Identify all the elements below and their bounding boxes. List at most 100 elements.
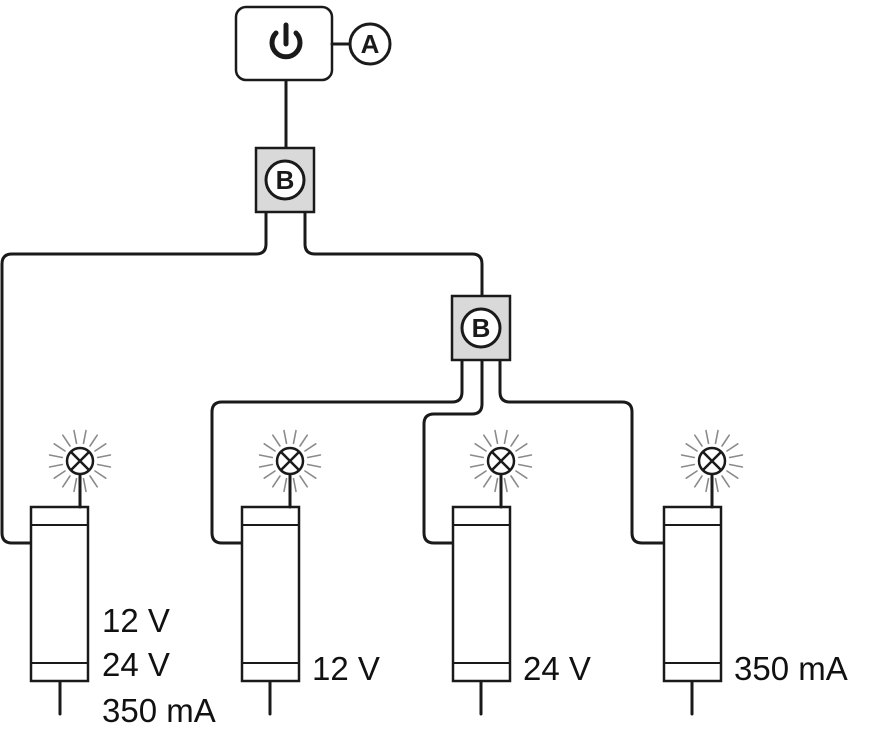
lamp-ray [271,475,281,488]
lamp-ray [94,442,107,452]
lamp-ray [304,470,317,480]
lamp-ray [469,454,485,459]
switch-label-badge [348,22,392,66]
lamp-ray [48,454,64,459]
lamp-ray [299,475,309,488]
switch-unit: A [234,5,392,82]
driver-2-spec-1: 12 V [312,650,380,687]
lamp-ray [61,475,71,488]
lamp-ray [48,463,64,468]
wire-splitter-2-to-driver-3 [422,358,484,545]
lamp-ray [73,429,78,445]
wire-splitter-1-to-driver-1 [0,210,268,545]
lamp-ray [258,463,274,468]
lamp-ray [494,477,499,493]
lamp-ray [685,442,698,452]
wire-splitter-1-to-splitter-2 [303,210,484,298]
lamp-ray [503,429,508,445]
lamp-ray [258,454,274,459]
switch-label: A [361,29,380,59]
lamp-ray [469,463,485,468]
splitter-1: B [254,146,316,214]
lamp-ray [728,463,744,468]
lamp-ray [304,442,317,452]
lamp-ray [510,434,520,447]
lamp-ray [263,470,276,480]
lamp-ray [515,470,528,480]
lamp-cross [70,451,90,471]
lamp-ray [306,454,322,459]
lamp-ray [299,434,309,447]
lamp-ray [292,477,297,493]
lamp-cross [702,451,722,471]
lamp-cross [491,451,511,471]
lamp-ray [685,470,698,480]
lamp-ray [726,442,739,452]
lamp-ray [482,434,492,447]
lamp-ray [693,475,703,488]
driver-1-body [29,505,90,683]
splitter-1-badge [264,159,306,201]
lamp-ray [510,475,520,488]
lamp-ray [728,454,744,459]
splitter-2-badge [460,307,502,349]
lamp-ray [73,477,78,493]
power-icon [269,22,303,60]
lamp-ray [494,429,499,445]
lamp-ray [515,442,528,452]
lamp-ray [721,475,731,488]
lamp-ray [693,434,703,447]
driver-4 [662,505,723,716]
driver-3 [451,505,512,716]
driver-3-body [451,505,512,683]
lamp-ray [705,429,710,445]
lamp-ray [721,434,731,447]
driver-1-spec-1: 12 V [102,602,170,639]
lamp-ray [263,442,276,452]
lamp-ray [306,463,322,468]
lamp-ray [82,477,87,493]
lamp-ray [96,454,112,459]
lamp-ray [503,477,508,493]
lamp-ray [680,463,696,468]
lamp-icon [469,429,533,509]
lamp-ray [726,470,739,480]
lamp-ray [61,434,71,447]
lamp-ray [82,429,87,445]
driver-1 [29,505,90,716]
lamp-ray [283,477,288,493]
driver-4-body [662,505,723,683]
lamp-icon [48,429,112,509]
lamp-ray [89,434,98,447]
lamp-ray [96,463,112,468]
lamp-ray [714,429,719,445]
wires [0,78,666,545]
lamps [48,429,744,509]
lamp-icon [680,429,744,509]
lamp-ray [89,475,98,488]
driver-2 [240,505,301,716]
lamp-ray [53,442,66,452]
lamp-cross [280,451,300,471]
lamp-ray [53,470,66,480]
lamp-ray [292,429,297,445]
driver-2-body [240,505,301,683]
spec-labels: 12 V 24 V 350 mA 12 V 24 V 350 mA [102,602,848,729]
lamp-ray [474,470,487,480]
lamp-ray [517,463,533,468]
driver-4-spec-1: 350 mA [734,650,848,687]
splitter-2: B [450,294,512,362]
lamp-ray [714,477,719,493]
lamp-ray [705,477,710,493]
wire-splitter-2-to-driver-4 [498,358,666,545]
lamp-ray [271,434,281,447]
lamp-ray [517,454,533,459]
lamp-icon [258,429,322,509]
splitter-1-label: B [276,165,295,195]
driver-1-spec-3: 350 mA [102,692,216,729]
driver-1-spec-2: 24 V [102,646,170,683]
splitter-2-label: B [472,313,491,343]
lamp-ray [474,442,487,452]
lamp-ray [680,454,696,459]
